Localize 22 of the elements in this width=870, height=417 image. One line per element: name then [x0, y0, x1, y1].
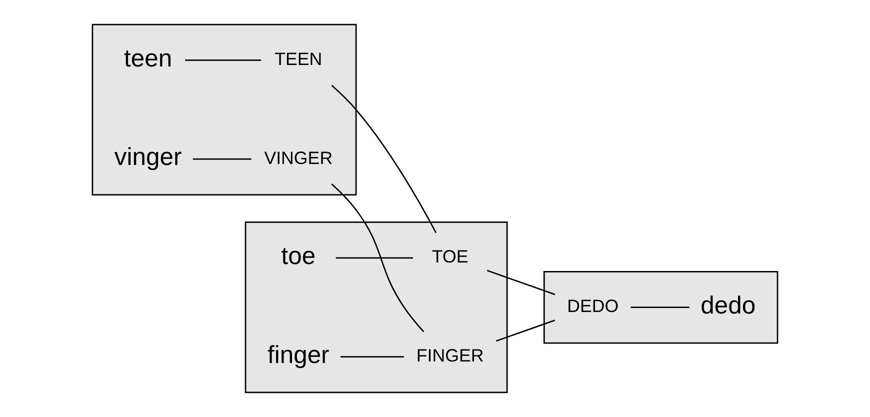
- node-text: teen: [124, 45, 172, 72]
- connector: [331, 184, 424, 332]
- connector: [630, 306, 690, 308]
- connector: [331, 84, 437, 234]
- cluster: [543, 270, 778, 344]
- node-text: dedo: [700, 292, 756, 320]
- connector: [496, 320, 555, 342]
- cluster: [92, 24, 357, 196]
- node-text: finger: [268, 342, 330, 369]
- connector: [185, 60, 262, 61]
- node-text: VINGER: [264, 148, 333, 168]
- node-text: toe: [281, 242, 316, 270]
- cluster: [244, 222, 508, 394]
- connector: [192, 158, 252, 160]
- node-text: TOE: [432, 246, 468, 267]
- node-text: DEDO: [567, 296, 619, 316]
- node-text: vinger: [114, 144, 182, 172]
- connector: [340, 356, 404, 358]
- node-text: TEEN: [274, 48, 322, 69]
- connector: [336, 257, 413, 259]
- node-text: FINGER: [416, 345, 484, 366]
- connector: [486, 270, 556, 296]
